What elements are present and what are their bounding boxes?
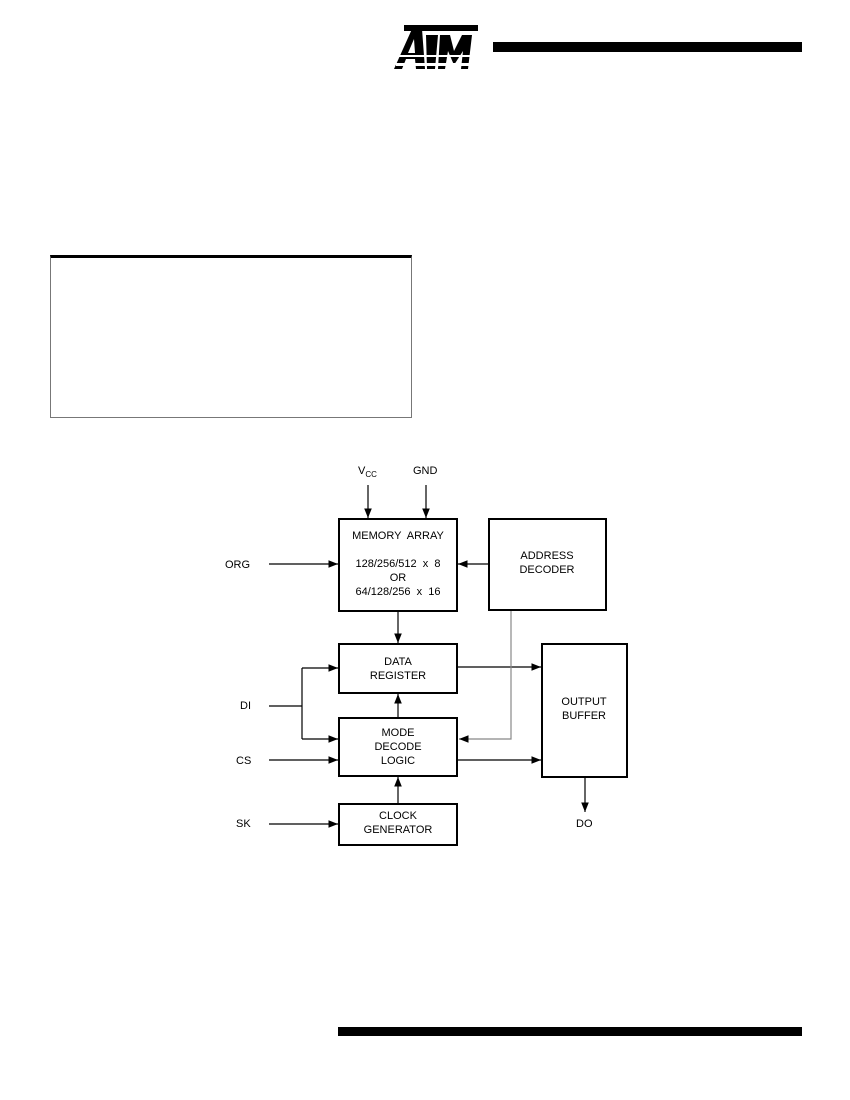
pin-vcc-sub: CC: [365, 470, 377, 479]
output-buffer-label: OUTPUT BUFFER: [561, 696, 607, 722]
pin-gnd: GND: [413, 465, 438, 477]
header-rule: [493, 42, 802, 52]
output-buffer-block: [541, 643, 628, 778]
pin-cs: CS: [236, 755, 252, 767]
mode-decode-logic-label: MODE DECODE LOGIC: [374, 727, 422, 767]
pin-do: DO: [576, 818, 593, 830]
pin-vcc: VCC: [358, 464, 377, 479]
pin-sk: SK: [236, 818, 251, 830]
mode-decode-logic-block: [338, 717, 458, 777]
data-register-label: DATA REGISTER: [369, 656, 427, 682]
memory-array-block: [338, 518, 458, 612]
memory-array-title: MEMORY ARRAY: [352, 530, 444, 542]
pin-vcc-main: V: [358, 465, 366, 477]
atmel-logo: [394, 25, 478, 69]
data-register-block: [338, 643, 458, 694]
pin-di: DI: [240, 700, 251, 712]
footer-rule: [338, 1027, 802, 1036]
address-decoder-block: [488, 518, 607, 611]
memory-array-config: 128/256/512 x 8 OR 64/128/256 x 16: [355, 558, 441, 598]
content-frame: [50, 255, 412, 418]
clock-generator-block: [338, 803, 458, 846]
addr-to-mode-line: [459, 610, 512, 743]
address-decoder-label: ADDRESS DECODER: [519, 550, 575, 576]
clock-generator-label: CLOCK GENERATOR: [363, 810, 433, 836]
pin-org: ORG: [225, 559, 251, 571]
